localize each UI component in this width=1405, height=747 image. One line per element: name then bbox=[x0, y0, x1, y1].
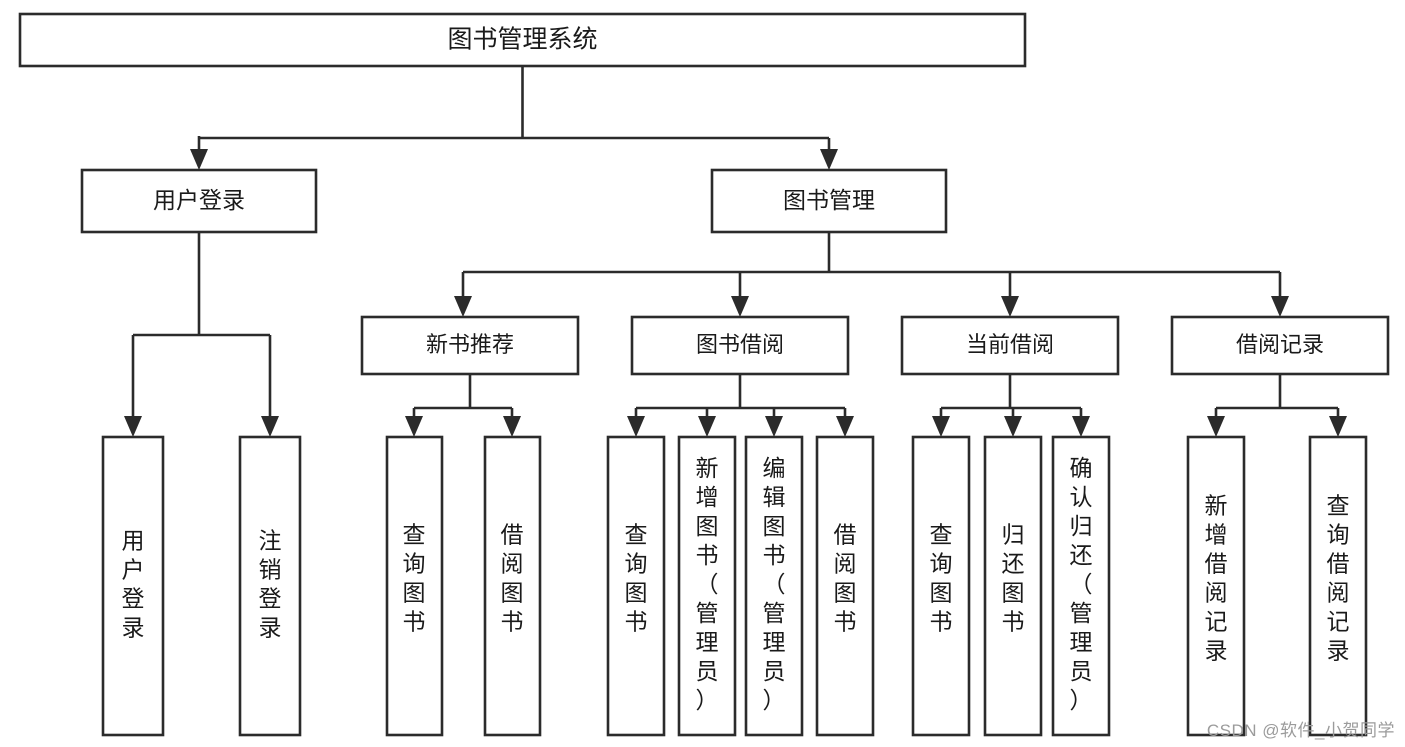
node-borrow-records-box bbox=[1170, 315, 1390, 376]
connector-group-book-borrow bbox=[627, 374, 854, 437]
leaf-label-query-book: 查询图书 bbox=[403, 522, 426, 635]
node-book-manage[interactable]: 图书管理 bbox=[710, 168, 948, 234]
arrow-icon-book-borrow-leaf-3 bbox=[765, 416, 783, 437]
connector-group-borrow-records bbox=[1207, 374, 1347, 437]
leaf-box bbox=[101, 435, 165, 737]
node-book-manage-label: 图书管理 bbox=[783, 187, 875, 213]
watermark-text: CSDN @软件_小贺同学 bbox=[1206, 721, 1395, 740]
leaf-node-new-book-1[interactable]: 查询图书 bbox=[385, 435, 444, 737]
leaf-box bbox=[815, 435, 875, 737]
leaf-label-add-borrow-record: 新增借阅记录 bbox=[1205, 493, 1228, 664]
leaf-box bbox=[483, 435, 542, 737]
leaf-label-borrow-book: 借阅图书 bbox=[501, 522, 524, 635]
arrow-icon-book-borrow-leaf-4 bbox=[836, 416, 854, 437]
leaf-box bbox=[1308, 435, 1368, 737]
leaf-node-new-book-2[interactable]: 借阅图书 bbox=[483, 435, 542, 737]
leaf-label-confirm-return-admin: 确认归还（管理员） bbox=[1070, 455, 1093, 713]
leaf-box bbox=[1186, 435, 1246, 737]
arrow-icon-current-borrow-leaf-3 bbox=[1072, 416, 1090, 437]
arrow-icon-root-to-book-manage bbox=[820, 149, 838, 170]
connector-group-root bbox=[190, 66, 838, 170]
arrow-icon-user-login-leaf-2 bbox=[261, 416, 279, 437]
leaf-label-user-login: 用户登录 bbox=[122, 528, 145, 641]
node-root-box bbox=[18, 12, 1027, 68]
connector-group-current-borrow bbox=[932, 374, 1090, 437]
node-book-manage-box bbox=[710, 168, 948, 234]
leaf-node-borrow-records-1[interactable]: 新增借阅记录 bbox=[1186, 435, 1246, 737]
leaf-box bbox=[744, 435, 804, 737]
node-new-book-box bbox=[360, 315, 580, 376]
arrow-icon-borrow-records-leaf-2 bbox=[1329, 416, 1347, 437]
arrow-icon-to-borrow-records bbox=[1271, 296, 1289, 317]
leaf-box bbox=[1051, 435, 1111, 737]
leaf-box bbox=[385, 435, 444, 737]
arrow-icon-current-borrow-leaf-1 bbox=[932, 416, 950, 437]
node-current-borrow[interactable]: 当前借阅 bbox=[900, 315, 1120, 376]
node-borrow-records[interactable]: 借阅记录 bbox=[1170, 315, 1390, 376]
arrow-icon-new-book-leaf-1 bbox=[405, 416, 423, 437]
leaf-box bbox=[238, 435, 302, 737]
node-current-borrow-box bbox=[900, 315, 1120, 376]
arrow-icon-user-login-leaf-1 bbox=[124, 416, 142, 437]
connector-group-user-login bbox=[124, 232, 279, 437]
leaf-label-logout: 注销登录 bbox=[259, 528, 282, 641]
arrow-icon-to-current-borrow bbox=[1001, 296, 1019, 317]
node-user-login-label: 用户登录 bbox=[153, 187, 245, 213]
leaf-box bbox=[911, 435, 971, 737]
node-book-borrow[interactable]: 图书借阅 bbox=[630, 315, 850, 376]
arrow-icon-borrow-records-leaf-1 bbox=[1207, 416, 1225, 437]
node-book-borrow-label: 图书借阅 bbox=[696, 332, 784, 357]
connector-group-new-book bbox=[405, 374, 521, 437]
arrow-icon-root-to-user-login bbox=[190, 149, 208, 170]
arrow-icon-current-borrow-leaf-2 bbox=[1004, 416, 1022, 437]
node-new-book-label: 新书推荐 bbox=[426, 332, 514, 357]
leaf-node-current-borrow-2[interactable]: 归还图书 bbox=[983, 435, 1043, 737]
node-user-login-box bbox=[80, 168, 318, 234]
node-new-book[interactable]: 新书推荐 bbox=[360, 315, 580, 376]
leaf-node-current-borrow-1[interactable]: 查询图书 bbox=[911, 435, 971, 737]
leaf-label-query-book: 查询图书 bbox=[625, 522, 648, 635]
leaf-node-borrow-records-2[interactable]: 查询借阅记录 bbox=[1308, 435, 1368, 737]
leaf-box bbox=[983, 435, 1043, 737]
arrow-icon-new-book-leaf-2 bbox=[503, 416, 521, 437]
leaf-node-book-borrow-3[interactable]: 编辑图书（管理员） bbox=[744, 435, 804, 737]
leaf-label-query-book: 查询图书 bbox=[930, 522, 953, 635]
leaf-label-return-book: 归还图书 bbox=[1002, 522, 1025, 635]
leaf-label-borrow-book: 借阅图书 bbox=[834, 522, 857, 635]
arrow-icon-to-new-book bbox=[454, 296, 472, 317]
leaf-node-book-borrow-1[interactable]: 查询图书 bbox=[606, 435, 666, 737]
node-user-login[interactable]: 用户登录 bbox=[80, 168, 318, 234]
leaf-node-current-borrow-3[interactable]: 确认归还（管理员） bbox=[1051, 435, 1111, 737]
node-borrow-records-label: 借阅记录 bbox=[1236, 332, 1324, 357]
leaf-node-user-login-1[interactable]: 用户登录 bbox=[101, 435, 165, 737]
leaf-label-edit-book-admin: 编辑图书（管理员） bbox=[763, 455, 786, 713]
node-root[interactable]: 图书管理系统 bbox=[18, 12, 1027, 68]
leaf-label-add-book-admin: 新增图书（管理员） bbox=[696, 455, 719, 713]
leaf-label-query-borrow-record: 查询借阅记录 bbox=[1327, 493, 1350, 664]
node-book-borrow-box bbox=[630, 315, 850, 376]
arrow-icon-book-borrow-leaf-1 bbox=[627, 416, 645, 437]
node-current-borrow-label: 当前借阅 bbox=[966, 332, 1054, 357]
leaf-box bbox=[606, 435, 666, 737]
connector-group-book-manage bbox=[454, 232, 1289, 317]
leaf-node-book-borrow-2[interactable]: 新增图书（管理员） bbox=[677, 435, 737, 737]
leaf-node-user-login-2[interactable]: 注销登录 bbox=[238, 435, 302, 737]
leaf-box bbox=[677, 435, 737, 737]
arrow-icon-book-borrow-leaf-2 bbox=[698, 416, 716, 437]
node-root-label: 图书管理系统 bbox=[447, 26, 597, 54]
arrow-icon-to-book-borrow bbox=[731, 296, 749, 317]
leaf-node-book-borrow-4[interactable]: 借阅图书 bbox=[815, 435, 875, 737]
